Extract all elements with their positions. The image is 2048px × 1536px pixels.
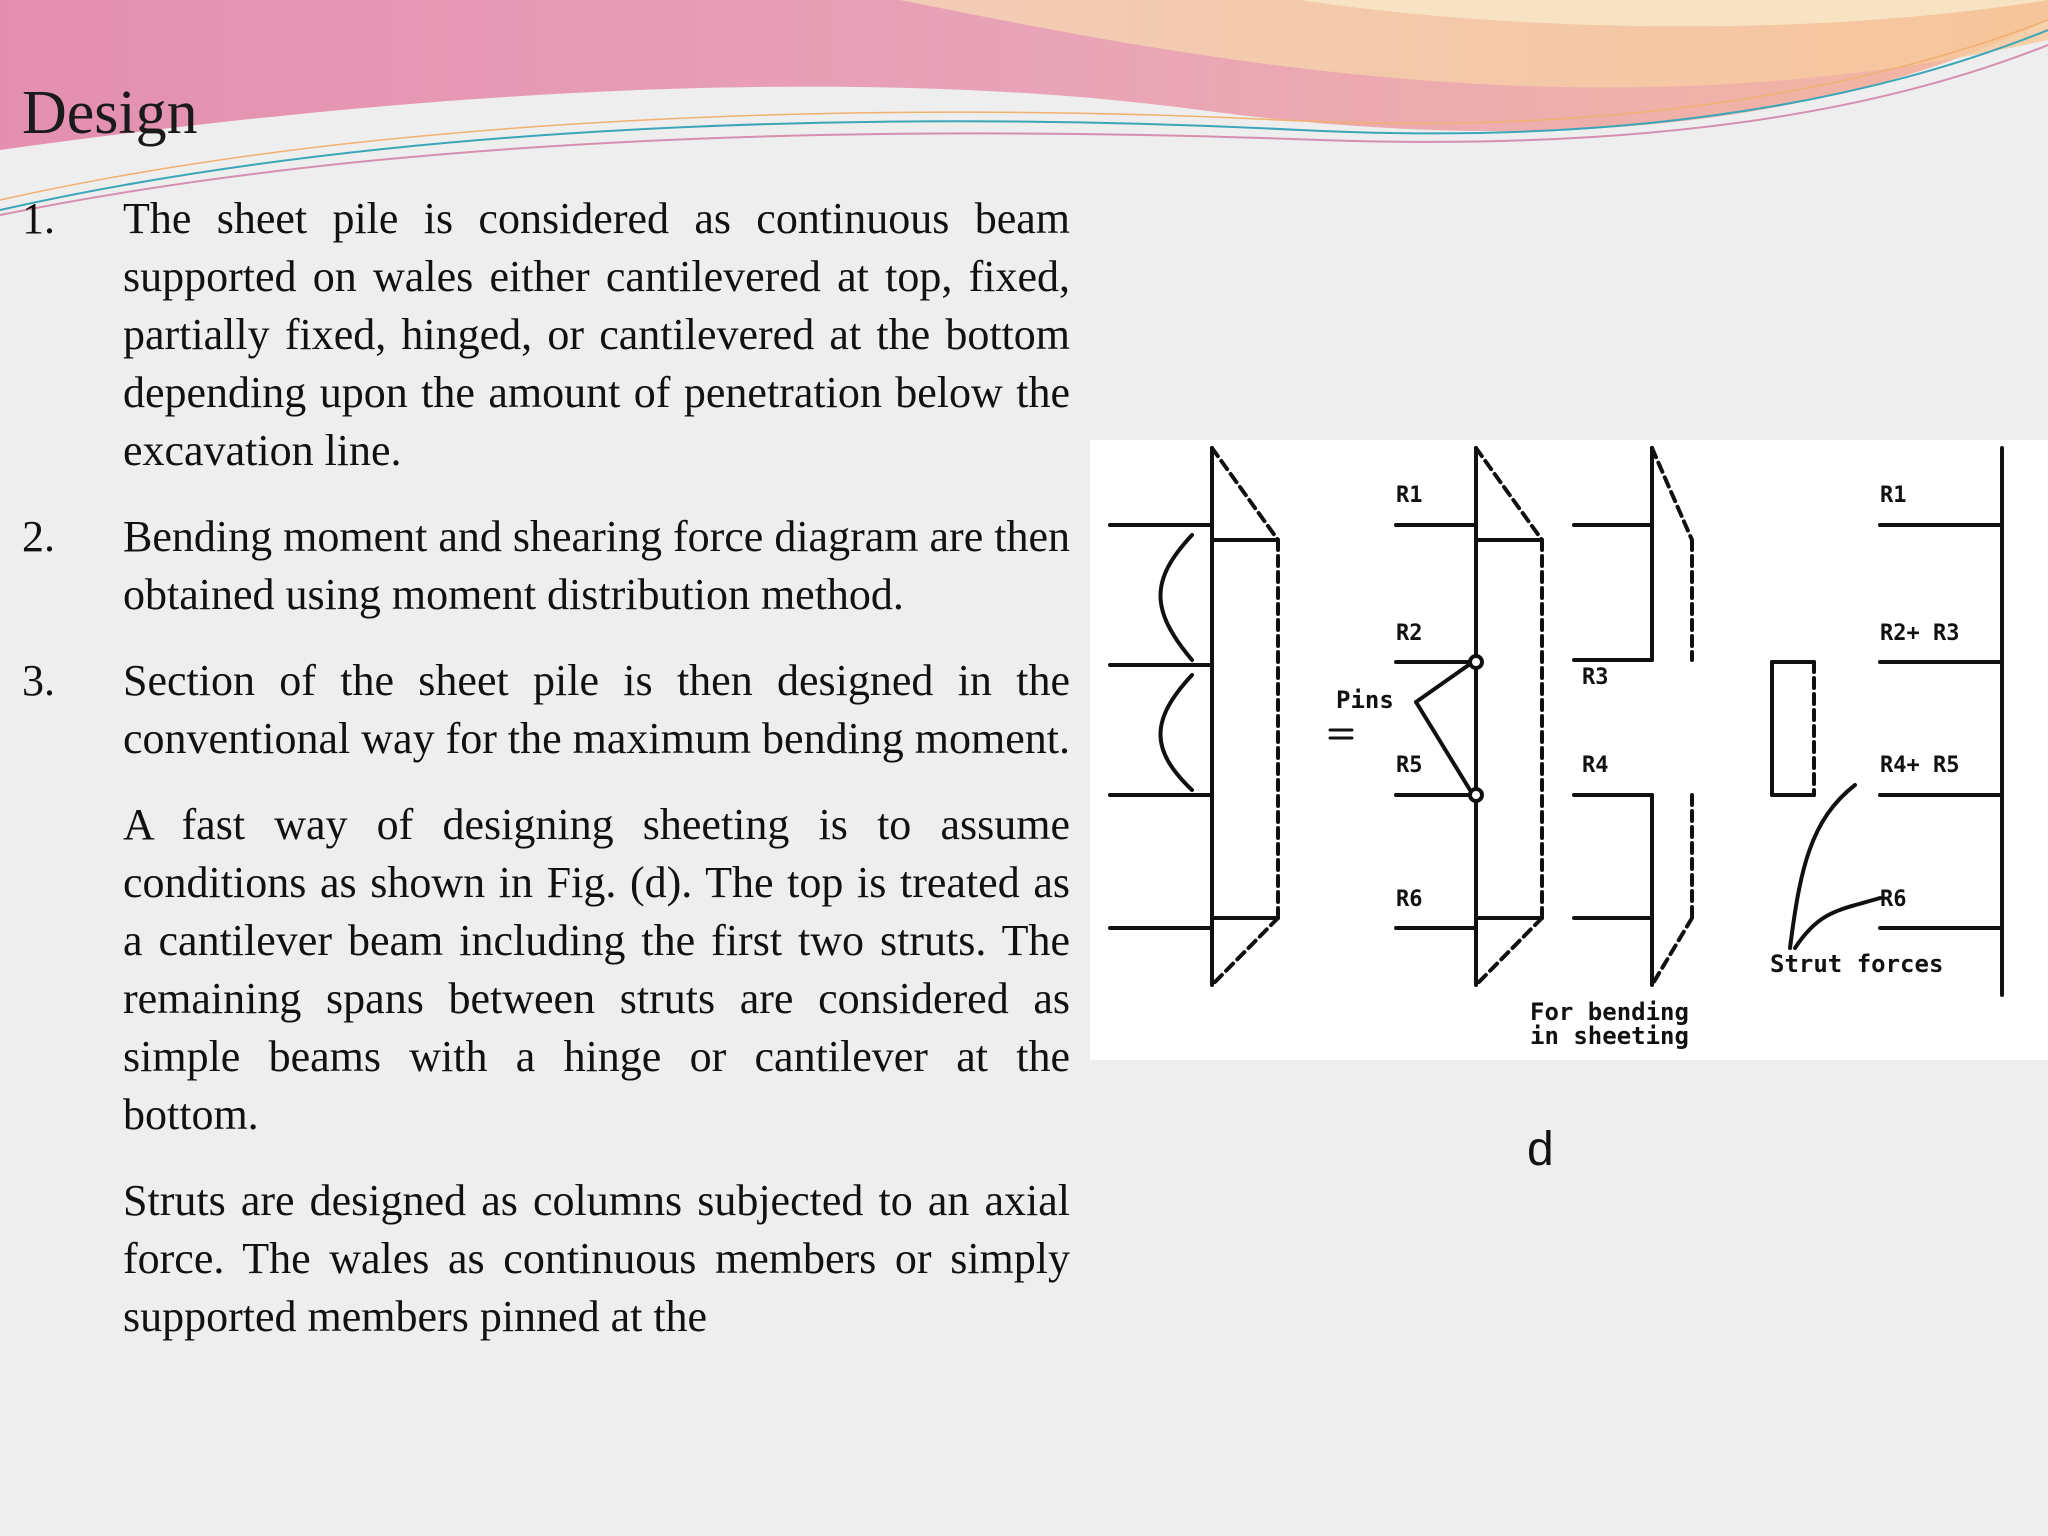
label-r2-r3: R2+ R3 [1880, 621, 1959, 646]
label-r6-right: R6 [1880, 887, 1907, 912]
panel-strut-forces [1788, 446, 2004, 997]
label-r5: R5 [1396, 753, 1423, 778]
sheet-pile-diagram: R1 R2 R3 R4 R5 R6 Pins R1 R2+ R3 R4+ R5 … [1090, 440, 2048, 1060]
label-r1: R1 [1396, 483, 1423, 508]
list-number: 3. [22, 656, 55, 705]
label-r1-right: R1 [1880, 483, 1907, 508]
panel-sheeting-bending [1572, 446, 1816, 987]
list-item: 3. Section of the sheet pile is then des… [0, 652, 1070, 768]
paragraph: Struts are designed as columns subjected… [0, 1172, 1070, 1346]
label-r4: R4 [1582, 753, 1609, 778]
header-swoosh-decoration [0, 0, 2048, 216]
list-item: 1. The sheet pile is considered as conti… [0, 190, 1070, 480]
panel-struts-pressure [1108, 446, 1280, 987]
list-text: Section of the sheet pile is then design… [123, 656, 1071, 763]
label-r6: R6 [1396, 887, 1423, 912]
paragraph-text: A fast way of designing sheeting is to a… [123, 800, 1070, 1139]
list-number: 2. [22, 512, 55, 561]
paragraph-text: Struts are designed as columns subjected… [123, 1176, 1070, 1341]
slide-body: 1. The sheet pile is considered as conti… [0, 190, 1070, 1374]
panel-beams-pins [1394, 446, 1544, 987]
label-r2: R2 [1396, 621, 1423, 646]
list-item: 2. Bending moment and shearing force dia… [0, 508, 1070, 624]
figure-caption: d [1527, 1123, 1554, 1176]
label-pins: Pins [1336, 686, 1394, 714]
label-in-sheeting: in sheeting [1530, 1022, 1689, 1050]
label-r4-r5: R4+ R5 [1880, 753, 1959, 778]
label-strut-forces: Strut forces [1770, 950, 1943, 978]
list-text: The sheet pile is considered as continuo… [123, 194, 1070, 475]
list-text: Bending moment and shearing force diagra… [123, 512, 1070, 619]
label-r3: R3 [1582, 665, 1609, 690]
slide-title: Design [22, 79, 198, 147]
list-number: 1. [22, 194, 55, 243]
label-for-bending: For bending [1530, 998, 1689, 1026]
paragraph: A fast way of designing sheeting is to a… [0, 796, 1070, 1144]
